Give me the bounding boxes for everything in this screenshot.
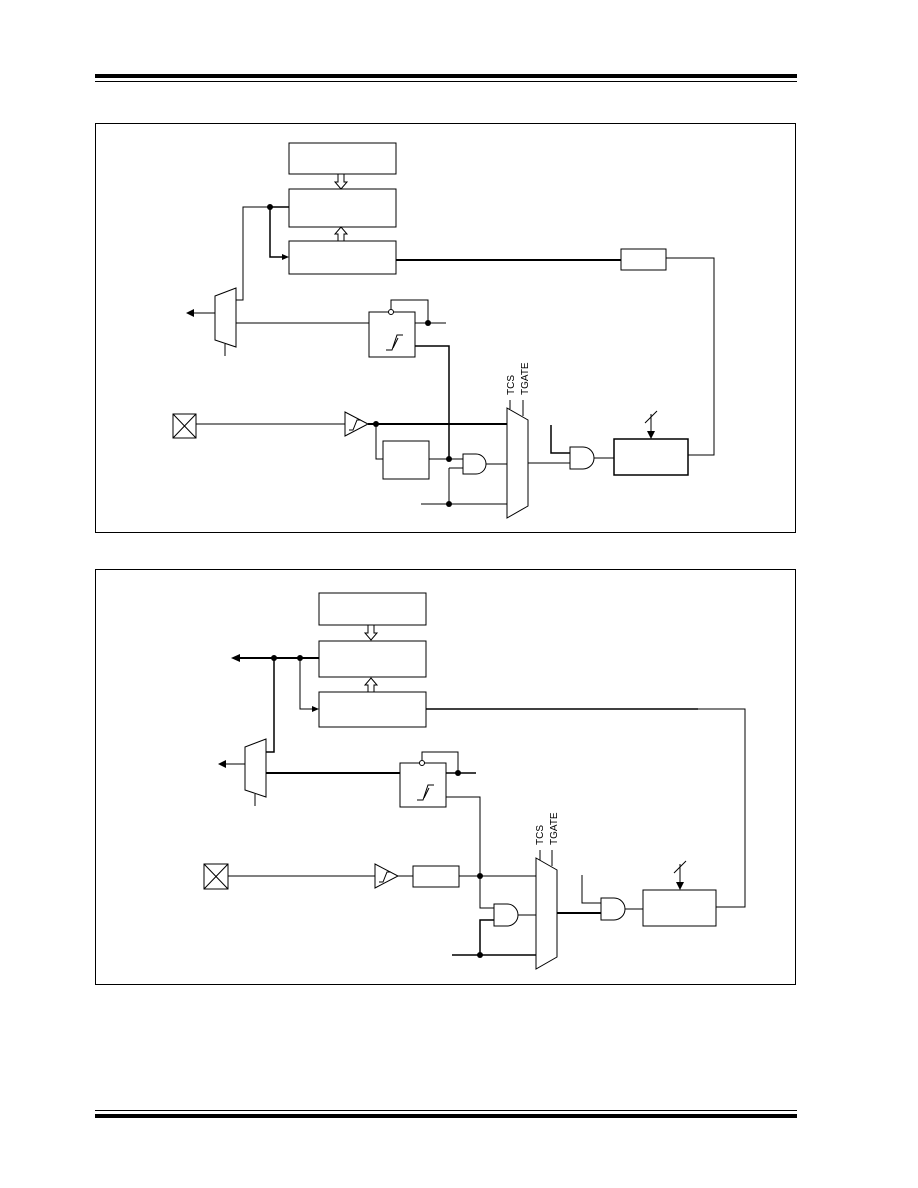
d2-prescaler-block bbox=[412, 865, 460, 888]
diagram-2-frame: TCS TGATE bbox=[95, 569, 796, 985]
d1-and-gate-1 bbox=[462, 453, 487, 475]
d2-hollow-arrow-up bbox=[363, 677, 379, 692]
d1-input-buffer bbox=[344, 411, 370, 437]
d1-register-top bbox=[288, 142, 397, 175]
d2-input-buffer bbox=[374, 863, 400, 889]
header-rule-thick bbox=[95, 74, 797, 78]
d1-and-gate-2 bbox=[569, 446, 595, 470]
d1-register-counter bbox=[288, 240, 397, 275]
d2-clock-mux bbox=[535, 857, 558, 970]
d2-register-middle bbox=[318, 640, 427, 678]
d1-register-middle bbox=[288, 188, 397, 228]
d2-mux-label-tcs: TCS bbox=[535, 825, 546, 845]
d1-prescaler-block bbox=[382, 440, 430, 480]
d1-small-block bbox=[620, 248, 667, 271]
d2-register-top bbox=[318, 592, 427, 626]
d2-register-counter bbox=[318, 691, 427, 728]
d1-hollow-arrow-up bbox=[333, 226, 349, 241]
d1-comparator-block bbox=[613, 438, 689, 476]
d1-input-pin bbox=[172, 413, 197, 439]
diagram-1-frame: TCS TGATE bbox=[95, 123, 796, 533]
d2-schmitt-icon bbox=[417, 784, 434, 801]
d1-output-mux bbox=[214, 287, 237, 348]
d2-comparator-block bbox=[642, 889, 717, 927]
diagram-1: TCS TGATE bbox=[172, 142, 715, 519]
d1-mux-label-tcs: TCS bbox=[506, 375, 517, 395]
d1-schmitt-icon bbox=[386, 334, 403, 351]
d1-mux-label-tgate: TGATE bbox=[520, 362, 531, 395]
d1-hollow-arrow-down bbox=[333, 174, 349, 190]
d2-output-mux bbox=[244, 738, 267, 798]
d2-and-gate-1 bbox=[493, 903, 519, 927]
diagram-2: TCS TGATE bbox=[203, 592, 746, 970]
footer-rule-thin bbox=[95, 1110, 797, 1111]
d2-and-gate-2 bbox=[600, 897, 626, 921]
footer-rule-thick bbox=[95, 1114, 797, 1118]
header-rule-thin bbox=[95, 81, 797, 82]
d2-mux-label-tgate: TGATE bbox=[549, 812, 560, 845]
d1-clock-mux bbox=[506, 407, 529, 519]
d2-hollow-arrow-down bbox=[363, 625, 379, 641]
